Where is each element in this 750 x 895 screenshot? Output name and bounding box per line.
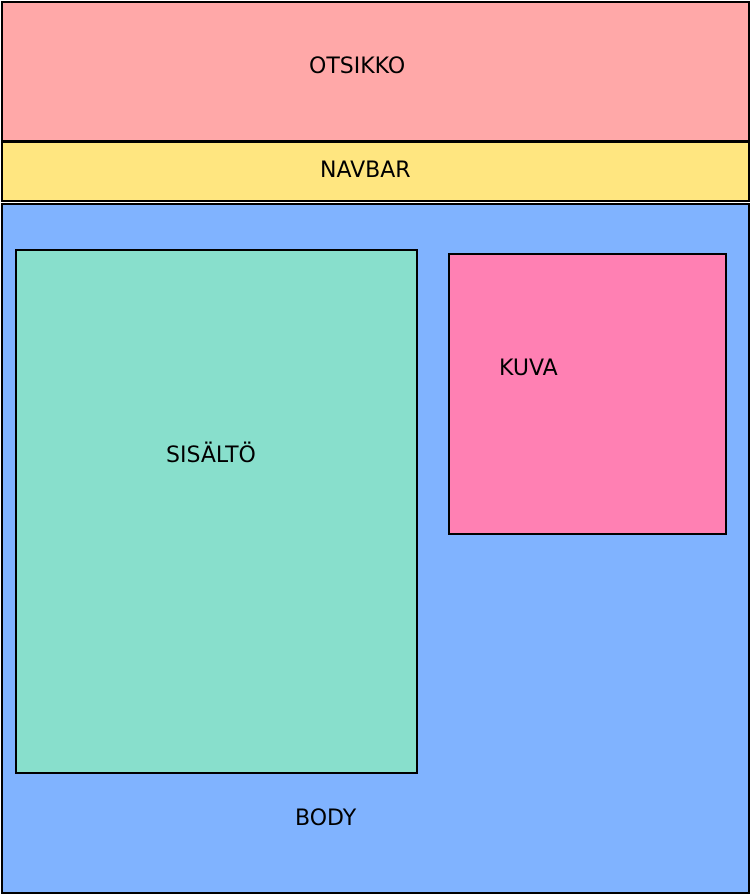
image-label: KUVA (499, 356, 558, 381)
body-label: BODY (295, 806, 357, 831)
image-box (448, 253, 727, 535)
content-box (15, 249, 418, 774)
header-label: OTSIKKO (309, 54, 406, 79)
navbar-box (1, 141, 750, 202)
content-label: SISÄLTÖ (166, 443, 256, 468)
header-box (1, 1, 750, 142)
navbar-label: NAVBAR (320, 158, 411, 183)
